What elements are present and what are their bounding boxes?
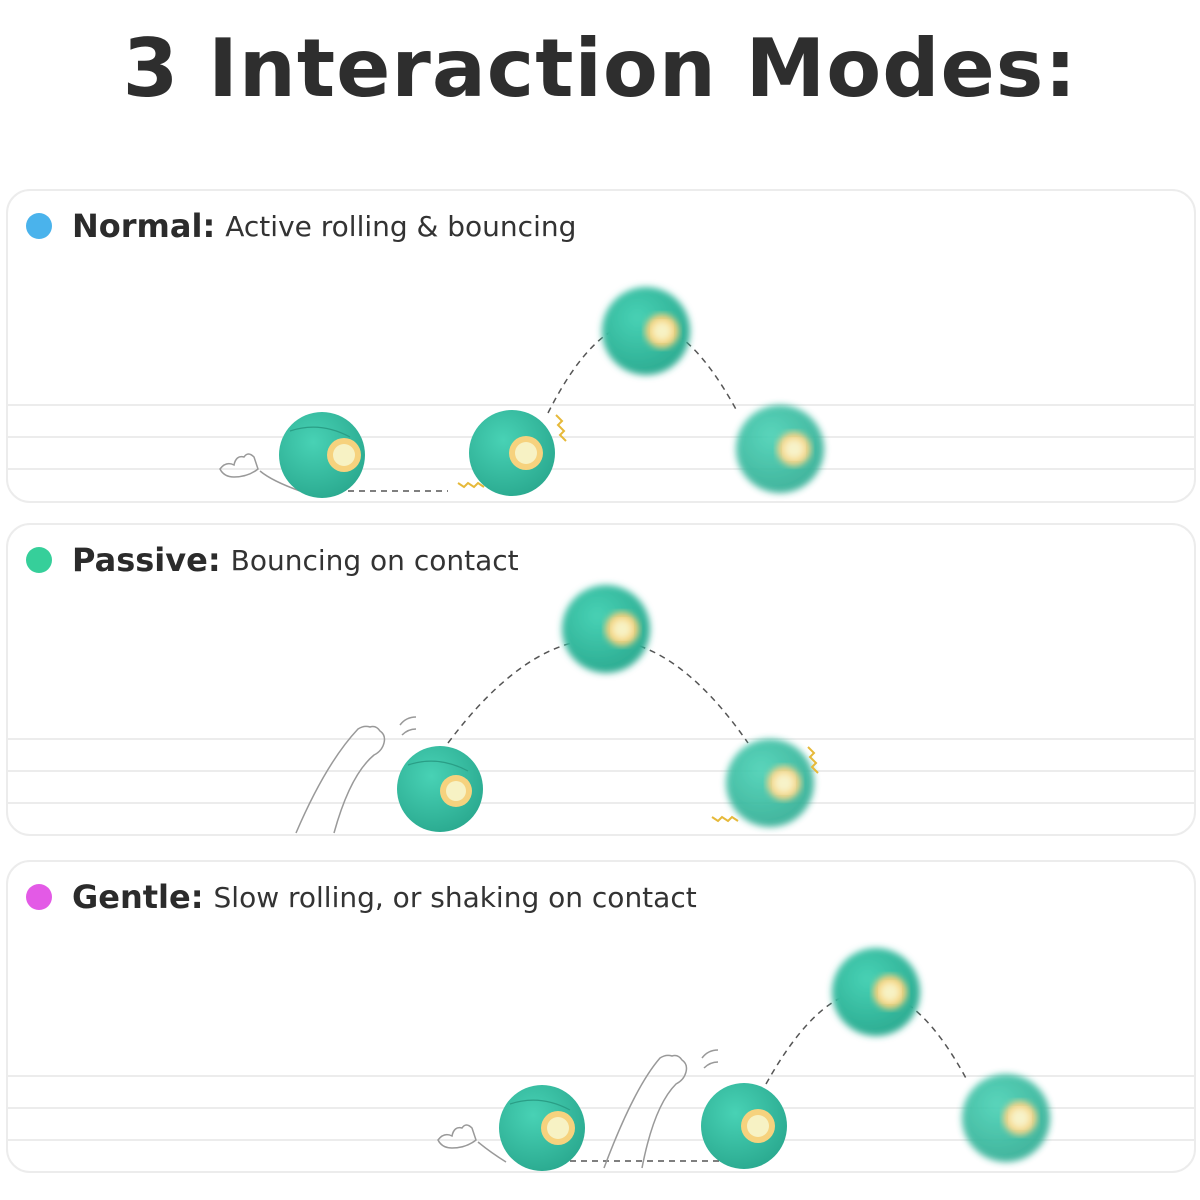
ball-icon bbox=[962, 1074, 1050, 1162]
motion-spark-icon bbox=[711, 746, 819, 823]
ball-icon bbox=[397, 746, 483, 832]
cat-paw-icon bbox=[219, 453, 301, 492]
mode-panel-passive: Passive: Bouncing on contact bbox=[6, 523, 1196, 836]
mode-description: Bouncing on contact bbox=[230, 543, 519, 577]
mode-header-passive: Passive: Bouncing on contact bbox=[26, 541, 519, 579]
page-title: 3 Interaction Modes: bbox=[122, 22, 1078, 115]
mode-name: Normal: bbox=[72, 207, 216, 245]
passive-scene bbox=[8, 585, 1194, 834]
motion-spark-icon bbox=[457, 414, 567, 489]
mode-panel-gentle: Gentle: Slow rolling, or shaking on cont… bbox=[6, 860, 1196, 1173]
ball-icon bbox=[726, 739, 814, 827]
ball-icon bbox=[832, 948, 920, 1036]
mode-name: Passive: bbox=[72, 541, 221, 579]
mode-header-normal: Normal: Active rolling & bouncing bbox=[26, 207, 576, 245]
mode-dot-gentle bbox=[26, 884, 52, 910]
cat-leg-icon bbox=[295, 716, 417, 834]
mode-panel-normal: Normal: Active rolling & bouncing bbox=[6, 189, 1196, 503]
cat-leg-icon bbox=[603, 1049, 719, 1169]
ball-icon bbox=[562, 585, 650, 673]
mode-dot-normal bbox=[26, 213, 52, 239]
ball-icon bbox=[469, 410, 555, 496]
mode-header-gentle: Gentle: Slow rolling, or shaking on cont… bbox=[26, 878, 697, 916]
floor-lines bbox=[8, 404, 1194, 470]
mode-description: Active rolling & bouncing bbox=[225, 209, 577, 243]
mode-description: Slow rolling, or shaking on contact bbox=[213, 880, 697, 914]
ball-icon bbox=[701, 1083, 787, 1169]
floor-lines bbox=[8, 738, 1194, 804]
mode-dot-passive bbox=[26, 547, 52, 573]
mode-name: Gentle: bbox=[72, 878, 204, 916]
ball-icon bbox=[602, 287, 690, 375]
gentle-scene bbox=[8, 948, 1194, 1171]
cat-paw-icon bbox=[437, 1124, 507, 1163]
ball-icon bbox=[499, 1085, 585, 1171]
normal-scene bbox=[8, 287, 1194, 498]
ball-icon bbox=[736, 405, 824, 493]
ball-icon bbox=[279, 412, 365, 498]
